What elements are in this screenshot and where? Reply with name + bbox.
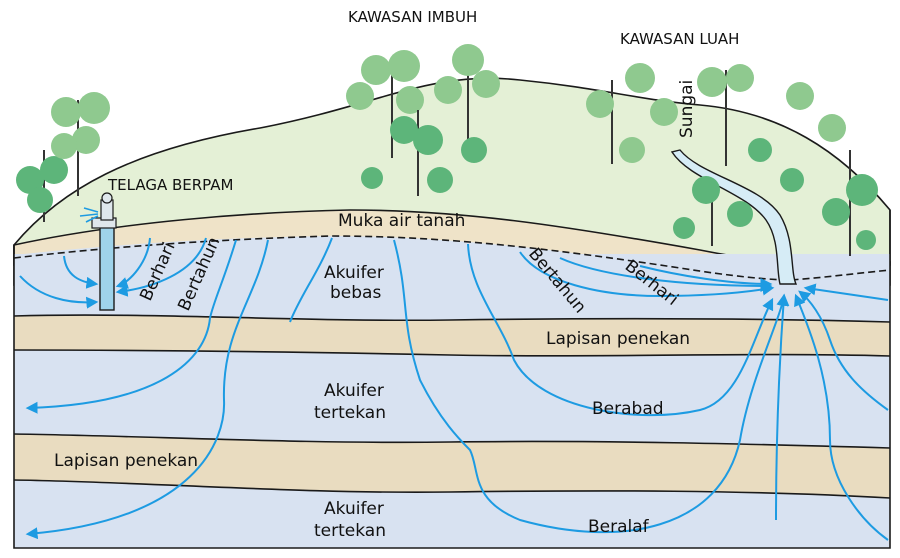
flow-lines (19, 237, 889, 541)
water-table-label: Muka air tanah (338, 211, 465, 231)
confined-aquifer-1-label-1: Akuifer (324, 381, 384, 401)
tree-icon (16, 150, 68, 222)
boundary-4 (13, 479, 891, 499)
heading-recharge-area: KAWASAN IMBUH (348, 8, 477, 26)
boundary-1 (13, 314, 891, 323)
flow-time-centuries: Berabad (592, 399, 664, 419)
confining-layer-lower-label: Lapisan penekan (54, 451, 198, 471)
tree-icon (818, 114, 878, 256)
confined-aquifer-1 (14, 350, 890, 448)
unconfined-aquifer-fill (14, 236, 890, 322)
river (670, 149, 798, 285)
confined-aquifer-2-label-1: Akuifer (324, 499, 384, 519)
confined-aquifer-2 (14, 480, 890, 548)
confining-layer-lower (14, 434, 890, 498)
heading-discharge-area: KAWASAN LUAH (620, 30, 739, 48)
tree-icon (51, 92, 110, 196)
tree-icon (697, 64, 814, 166)
tree-icon (434, 44, 500, 150)
boundary-3 (13, 433, 891, 449)
water-table-line (13, 235, 891, 281)
tree-icon (346, 50, 424, 158)
confined-aquifer-1-label-2: tertekan (314, 403, 386, 423)
pumping-well (79, 192, 117, 311)
river-label: Sungai (677, 80, 697, 138)
unconfined-aquifer-label-1: Akuifer (324, 263, 384, 283)
trees (16, 44, 878, 256)
tree-icon (361, 110, 487, 196)
confined-aquifer-2-label-2: tertekan (314, 521, 386, 541)
heading-pumping-well: TELAGA BERPAM (107, 176, 233, 194)
frame (13, 210, 891, 549)
confining-layer-upper (14, 315, 890, 356)
flow-time-millennia: Beralaf (588, 517, 650, 537)
confining-layer-upper-label: Lapisan penekan (546, 329, 690, 349)
boundary-2 (13, 349, 891, 357)
tree-icon (586, 63, 678, 164)
tree-icon (673, 168, 804, 246)
unconfined-aquifer-label-2: bebas (330, 283, 381, 303)
